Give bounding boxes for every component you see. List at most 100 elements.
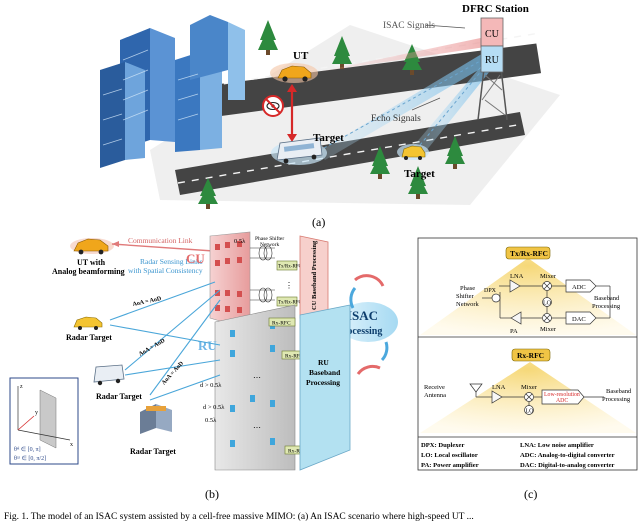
ru-array-panel bbox=[214, 304, 296, 471]
trees bbox=[198, 20, 465, 209]
phase-shifter-label-1: Phase Shifter bbox=[255, 235, 284, 242]
adc-top-label: ADC bbox=[572, 284, 586, 291]
ut-car-b bbox=[70, 238, 114, 255]
radar-target-label-2: Radar Target bbox=[96, 392, 142, 401]
spacing-label-d2: d > 0.5λ bbox=[203, 404, 225, 411]
rx-lna-label: LNA bbox=[492, 384, 506, 391]
lower-road-dash bbox=[177, 123, 524, 184]
lo-top-label: LO bbox=[543, 301, 552, 307]
txrx-rfc-label-2: Tx/Rx-RFC bbox=[278, 301, 303, 306]
radar-target-bus bbox=[93, 364, 125, 386]
rx-rfc-label-3: Rx-RFC bbox=[288, 449, 307, 455]
axis-y-label: y bbox=[35, 410, 38, 416]
dfrc-station-label: DFRC Station bbox=[462, 3, 529, 15]
dfrc-tower: CU RU bbox=[477, 17, 508, 121]
isac-label-2: Processing bbox=[337, 326, 382, 337]
city-buildings bbox=[100, 15, 245, 168]
taxi-target bbox=[397, 144, 429, 160]
aoa-label-2: AoA = AoD bbox=[138, 338, 167, 358]
isac-processing-icon bbox=[338, 274, 398, 375]
ru-baseband-label-2: Baseband bbox=[309, 368, 341, 377]
caption-c: (c) bbox=[524, 487, 537, 501]
rx-baseband-2: Processing bbox=[602, 396, 631, 403]
mixer-top-label: Mixer bbox=[540, 273, 557, 280]
phase-shifter-c-2: Shifter bbox=[456, 293, 475, 300]
phase-shifter-network bbox=[250, 245, 275, 303]
ru-baseband-label-3: Processing bbox=[306, 378, 340, 387]
legend-dpx: DPX: Duplexer bbox=[421, 442, 464, 449]
baseband-c-2: Processing bbox=[592, 303, 621, 310]
isac-signals-label: ISAC Signals bbox=[383, 21, 435, 31]
baseband-c-1: Baseband bbox=[594, 295, 620, 302]
rx-receive-1: Receive bbox=[424, 384, 445, 391]
lna-top-label: LNA bbox=[510, 273, 524, 280]
cu-label-a: CU bbox=[485, 29, 500, 40]
comm-link-label: Communication Link bbox=[128, 236, 193, 245]
rx-baseband-1: Baseband bbox=[606, 388, 632, 395]
phase-shifter-c-1: Phase bbox=[460, 285, 475, 292]
dots-cu: ⋮ bbox=[285, 281, 293, 290]
privacy-sign-icon bbox=[262, 95, 284, 117]
ru-label-a: RU bbox=[485, 55, 500, 66]
txrx-title-box bbox=[505, 246, 551, 260]
cu-label-b: CU bbox=[186, 251, 205, 266]
isac-beam-to-ut bbox=[318, 36, 492, 72]
caption-b: (b) bbox=[205, 487, 219, 501]
txrx-rfc-label-1: Tx/Rx-RFC bbox=[278, 265, 303, 270]
txrx-title: Tx/Rx-RFC bbox=[510, 249, 548, 258]
txrx-diagram bbox=[482, 279, 611, 325]
dots-ru-2: ⋯ bbox=[253, 423, 261, 432]
legend-dac: DAC: Digital-to-analog converter bbox=[520, 462, 615, 469]
isac-beam-to-bus bbox=[318, 52, 492, 160]
rx-lowres-1: Low-resolution bbox=[544, 392, 580, 398]
isac-label-1: ISAC bbox=[347, 308, 378, 323]
ru-label-b: RU bbox=[198, 338, 217, 353]
radar-target-taxi bbox=[73, 316, 103, 330]
axis-z-label: z bbox=[20, 384, 23, 390]
ut-label-b1: UT with bbox=[77, 258, 106, 267]
spacing-label-top: 0.5λ bbox=[234, 238, 246, 245]
phase-shifter-c-3: Network bbox=[456, 301, 479, 308]
dac-label: DAC bbox=[572, 316, 586, 323]
ut-label-a: UT bbox=[293, 50, 309, 62]
echo-line-1 bbox=[323, 59, 483, 149]
target-label-bus: Target bbox=[313, 132, 344, 144]
caption-a: (a) bbox=[312, 215, 325, 229]
legend-lo: LO: Local oscillator bbox=[421, 452, 478, 459]
radar-links bbox=[109, 281, 221, 401]
bus-target bbox=[271, 137, 327, 165]
mixer-bottom-label: Mixer bbox=[540, 326, 557, 333]
ut-label-b2: Analog beamforming bbox=[52, 267, 125, 276]
txrx-rfc-box-1 bbox=[276, 260, 298, 271]
legend-lna: LNA: Low noise amplifier bbox=[520, 442, 594, 449]
rx-rfc-label-1: Rx-RFC bbox=[272, 321, 291, 327]
panel-a: CU RU DFRC Station UT Target bbox=[100, 3, 560, 229]
theta-el-label: θᵉˡ ∈ [0, π] bbox=[14, 446, 41, 453]
ru-baseband-label-1: RU bbox=[318, 358, 329, 367]
txrx-rfc-box-2 bbox=[276, 296, 298, 307]
ru-box-a bbox=[480, 45, 504, 73]
pa-label: PA bbox=[510, 328, 518, 335]
panel-b: UT with Analog beamforming Communication… bbox=[9, 231, 398, 501]
dots-ru-1: ⋯ bbox=[253, 373, 261, 382]
rx-title-box bbox=[511, 348, 551, 362]
rx-lowres-2: ADC bbox=[556, 398, 568, 404]
rx-rfc-label-2: Rx-RFC bbox=[285, 354, 304, 360]
radar-target-building bbox=[140, 404, 172, 434]
phase-shifter-label-2: Network bbox=[260, 242, 279, 248]
spacing-label-d1: d > 0.5λ bbox=[200, 382, 222, 389]
rx-receive-2: Antenna bbox=[424, 392, 446, 399]
rx-mixer-label: Mixer bbox=[521, 384, 538, 391]
radar-target-label-1: Radar Target bbox=[66, 333, 112, 342]
target-label-taxi: Target bbox=[404, 168, 435, 180]
cu-baseband-label: CU Baseband Processing bbox=[311, 240, 318, 310]
axis-x-label: x bbox=[70, 442, 73, 448]
rx-diagram bbox=[469, 383, 604, 415]
radar-target-label-3: Radar Target bbox=[130, 447, 176, 456]
radar-link-label-2: with Spatial Consistency bbox=[128, 266, 203, 275]
cu-antenna-elements bbox=[215, 241, 242, 313]
spacing-label-bottom: 0.5λ bbox=[205, 417, 217, 424]
footer-caption: Fig. 1. The model of an ISAC system assi… bbox=[4, 511, 474, 522]
echo-signals-label: Echo Signals bbox=[371, 114, 421, 124]
